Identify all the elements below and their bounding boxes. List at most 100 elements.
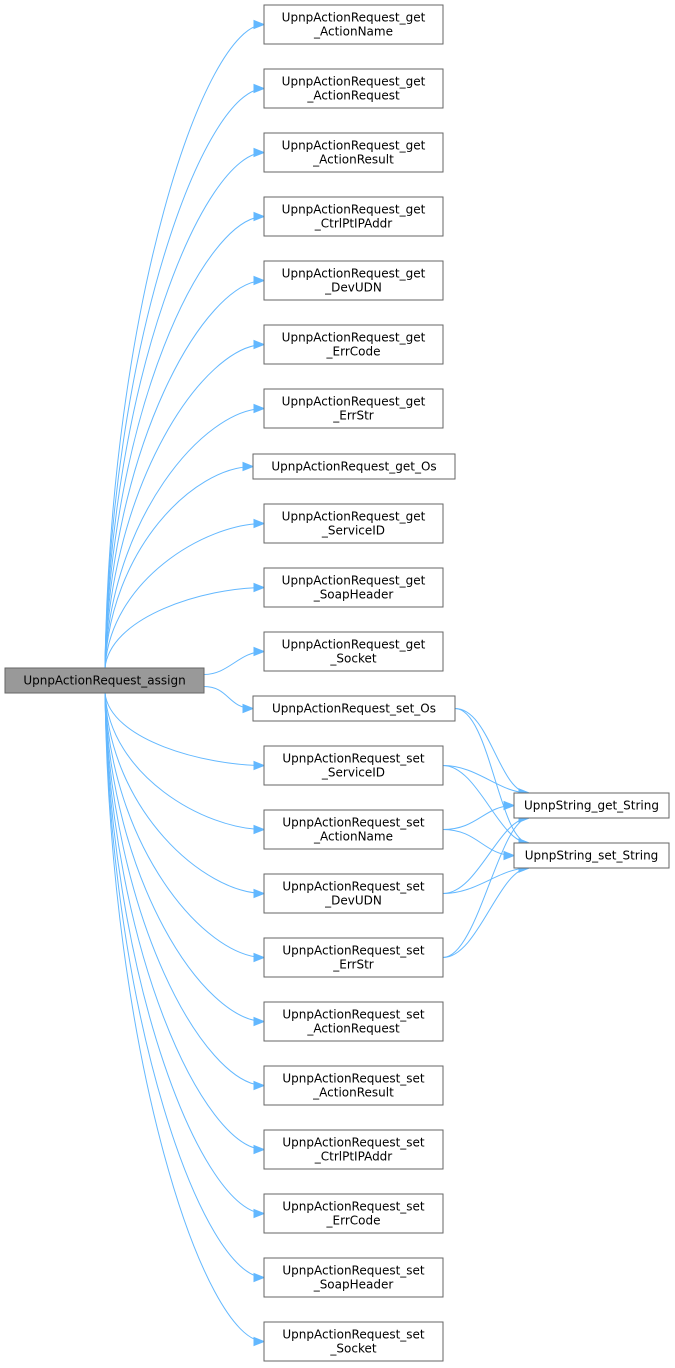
node-get-err-code[interactable]: UpnpActionRequest_get_ErrCode — [263, 324, 444, 365]
node-set-os[interactable]: UpnpActionRequest_set_Os — [252, 695, 456, 722]
node-set-soap-header[interactable]: UpnpActionRequest_set_SoapHeader — [263, 1257, 444, 1298]
node-set-err-code[interactable]: UpnpActionRequest_set_ErrCode — [263, 1193, 444, 1234]
node-box — [263, 388, 444, 429]
node-string-get[interactable]: UpnpString_get_String — [513, 792, 670, 819]
node-string-set[interactable]: UpnpString_set_String — [513, 842, 670, 869]
node-box — [263, 1321, 444, 1362]
node-get-dev-udn[interactable]: UpnpActionRequest_get_DevUDN — [263, 260, 444, 301]
node-box — [263, 1129, 444, 1170]
node-box — [263, 324, 444, 365]
node-box — [252, 453, 456, 480]
node-label: UpnpActionRequest_get_Os — [271, 460, 436, 474]
node-get-action-name[interactable]: UpnpActionRequest_get_ActionName — [263, 4, 444, 45]
edge-root-to-get-ctrl-pt-ipaddr — [104, 216, 265, 669]
node-get-ctrl-pt-ipaddr[interactable]: UpnpActionRequest_get_CtrlPtIPAddr — [263, 196, 444, 237]
node-root[interactable]: UpnpActionRequest_assign — [4, 667, 205, 694]
node-label: _CtrlPtIPAddr — [314, 1150, 393, 1164]
edge-set-os-to-string-set — [454, 708, 530, 844]
node-box — [263, 68, 444, 109]
edge-root-to-get-action-result — [104, 152, 265, 669]
arrowhead — [253, 1016, 266, 1027]
node-get-service-id[interactable]: UpnpActionRequest_get_ServiceID — [263, 503, 444, 544]
arrowhead — [253, 275, 266, 286]
node-get-soap-header[interactable]: UpnpActionRequest_get_SoapHeader — [263, 567, 444, 608]
node-box — [263, 567, 444, 608]
node-label: UpnpActionRequest_get — [282, 139, 426, 153]
edge-root-to-set-soap-header — [104, 692, 265, 1278]
arrowhead — [253, 83, 266, 94]
node-label: UpnpActionRequest_set — [282, 1264, 425, 1278]
node-set-service-id[interactable]: UpnpActionRequest_set_ServiceID — [263, 745, 444, 786]
arrowhead — [253, 582, 266, 593]
node-set-action-name[interactable]: UpnpActionRequest_set_ActionName — [263, 809, 444, 850]
arrowhead — [253, 1144, 266, 1155]
edge-root-to-set-err-str — [104, 692, 265, 958]
node-box — [263, 745, 444, 786]
arrowhead — [253, 211, 266, 222]
node-get-socket[interactable]: UpnpActionRequest_get_Socket — [263, 631, 444, 672]
node-set-action-request[interactable]: UpnpActionRequest_set_ActionRequest — [263, 1001, 444, 1042]
edge-root-to-get-action-name — [104, 24, 265, 669]
edge-root-to-set-service-id — [104, 692, 265, 766]
node-box — [263, 132, 444, 173]
node-set-action-result[interactable]: UpnpActionRequest_set_ActionResult — [263, 1065, 444, 1106]
edge-set-action-name-to-string-set — [442, 829, 515, 856]
arrowhead — [253, 646, 266, 657]
arrowhead — [253, 760, 266, 771]
edge-root-to-set-err-code — [104, 692, 265, 1214]
arrowhead — [503, 800, 516, 811]
arrowhead — [253, 1208, 266, 1219]
node-label: UpnpActionRequest_set_Os — [272, 702, 436, 716]
arrowhead — [253, 1080, 266, 1091]
node-label: _ServiceID — [321, 766, 385, 780]
node-box — [263, 503, 444, 544]
node-label: UpnpString_get_String — [524, 799, 659, 813]
node-box — [263, 1065, 444, 1106]
edge-root-to-set-socket — [104, 692, 265, 1342]
node-box — [263, 937, 444, 978]
node-label: UpnpActionRequest_get — [282, 11, 426, 25]
node-label: UpnpActionRequest_get — [282, 267, 426, 281]
node-label: _Socket — [329, 1342, 376, 1356]
node-label: UpnpActionRequest_get — [282, 638, 426, 652]
node-label: UpnpActionRequest_set — [282, 1008, 425, 1022]
node-label: UpnpActionRequest_set — [282, 1072, 425, 1086]
nodes-layer: UpnpActionRequest_assignUpnpActionReques… — [4, 4, 670, 1362]
node-get-action-result[interactable]: UpnpActionRequest_get_ActionResult — [263, 132, 444, 173]
arrowhead — [253, 952, 266, 963]
edge-root-to-set-ctrl-pt-ipaddr — [104, 692, 265, 1150]
arrowhead — [242, 461, 255, 472]
node-set-err-str[interactable]: UpnpActionRequest_set_ErrStr — [263, 937, 444, 978]
arrowhead — [253, 19, 266, 30]
node-label: _ActionRequest — [306, 1022, 400, 1036]
node-label: UpnpActionRequest_set — [282, 1328, 425, 1342]
node-get-os[interactable]: UpnpActionRequest_get_Os — [252, 453, 456, 480]
node-set-socket[interactable]: UpnpActionRequest_set_Socket — [263, 1321, 444, 1362]
node-label: _CtrlPtIPAddr — [314, 217, 393, 231]
node-label: UpnpActionRequest_set — [282, 1200, 425, 1214]
edge-root-to-get-os — [104, 466, 254, 669]
node-get-err-str[interactable]: UpnpActionRequest_get_ErrStr — [263, 388, 444, 429]
arrowhead — [253, 339, 266, 350]
node-label: UpnpActionRequest_set — [282, 944, 425, 958]
node-label: _ActionName — [313, 830, 393, 844]
node-box — [263, 873, 444, 914]
node-box — [252, 695, 456, 722]
node-box — [263, 196, 444, 237]
edge-root-to-set-action-request — [104, 692, 265, 1022]
node-get-action-request[interactable]: UpnpActionRequest_get_ActionRequest — [263, 68, 444, 109]
node-box — [263, 1001, 444, 1042]
node-set-dev-udn[interactable]: UpnpActionRequest_set_DevUDN — [263, 873, 444, 914]
arrowhead — [503, 850, 516, 861]
edge-root-to-get-soap-header — [104, 587, 265, 669]
edge-root-to-set-dev-udn — [104, 692, 265, 894]
node-label: _ErrCode — [326, 1214, 381, 1228]
node-label: UpnpActionRequest_set — [282, 880, 425, 894]
node-label: UpnpActionRequest_get — [282, 331, 426, 345]
node-label: _SoapHeader — [313, 1278, 394, 1292]
node-label: UpnpActionRequest_get — [282, 574, 426, 588]
edge-root-to-set-action-name — [104, 692, 265, 830]
edge-root-to-get-err-str — [104, 408, 265, 669]
node-label: _ErrStr — [332, 958, 374, 972]
node-set-ctrl-pt-ipaddr[interactable]: UpnpActionRequest_set_CtrlPtIPAddr — [263, 1129, 444, 1170]
